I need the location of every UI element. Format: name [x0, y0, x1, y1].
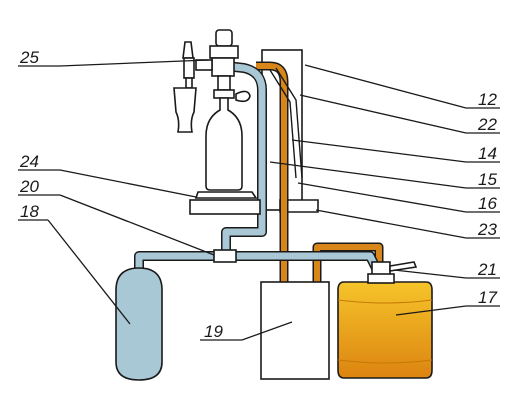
tank-19 [260, 281, 330, 380]
label-14: 14 [478, 144, 497, 163]
co2-cylinder [115, 267, 163, 381]
label-24: 24 [19, 152, 39, 171]
tap-head-25 [182, 29, 251, 103]
label-25: 25 [19, 48, 39, 67]
label-22: 22 [477, 115, 497, 134]
inner-tube-22b [275, 67, 303, 179]
keg-17 [337, 281, 433, 379]
bottle [205, 97, 243, 191]
glass [173, 87, 197, 133]
label-21: 21 [477, 260, 497, 279]
label-23: 23 [477, 220, 497, 239]
label-12: 12 [478, 90, 497, 109]
label-19: 19 [204, 322, 223, 341]
bottle-tray-24 [189, 191, 261, 215]
manifold-20 [213, 249, 237, 263]
inner-tube-22 [269, 69, 297, 179]
label-16: 16 [478, 194, 497, 213]
leader-lines [18, 59, 500, 341]
label-15: 15 [478, 170, 497, 189]
keg-coupler-21 [367, 261, 418, 284]
label-20: 20 [19, 177, 39, 196]
label-18: 18 [20, 202, 39, 221]
label-17: 17 [478, 288, 497, 307]
